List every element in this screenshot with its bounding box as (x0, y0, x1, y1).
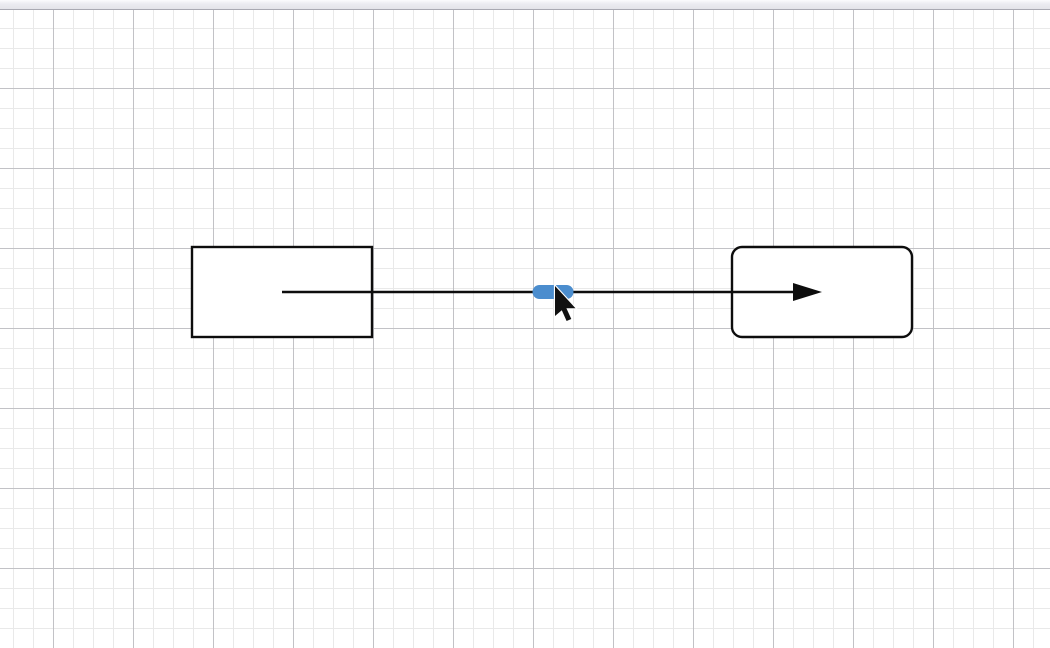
toolbar-bottom-edge (0, 0, 1050, 10)
mouse-cursor-icon (553, 283, 579, 323)
edge-midpoint-handle[interactable] (532, 285, 574, 299)
connector-arrowhead-icon (793, 283, 822, 301)
